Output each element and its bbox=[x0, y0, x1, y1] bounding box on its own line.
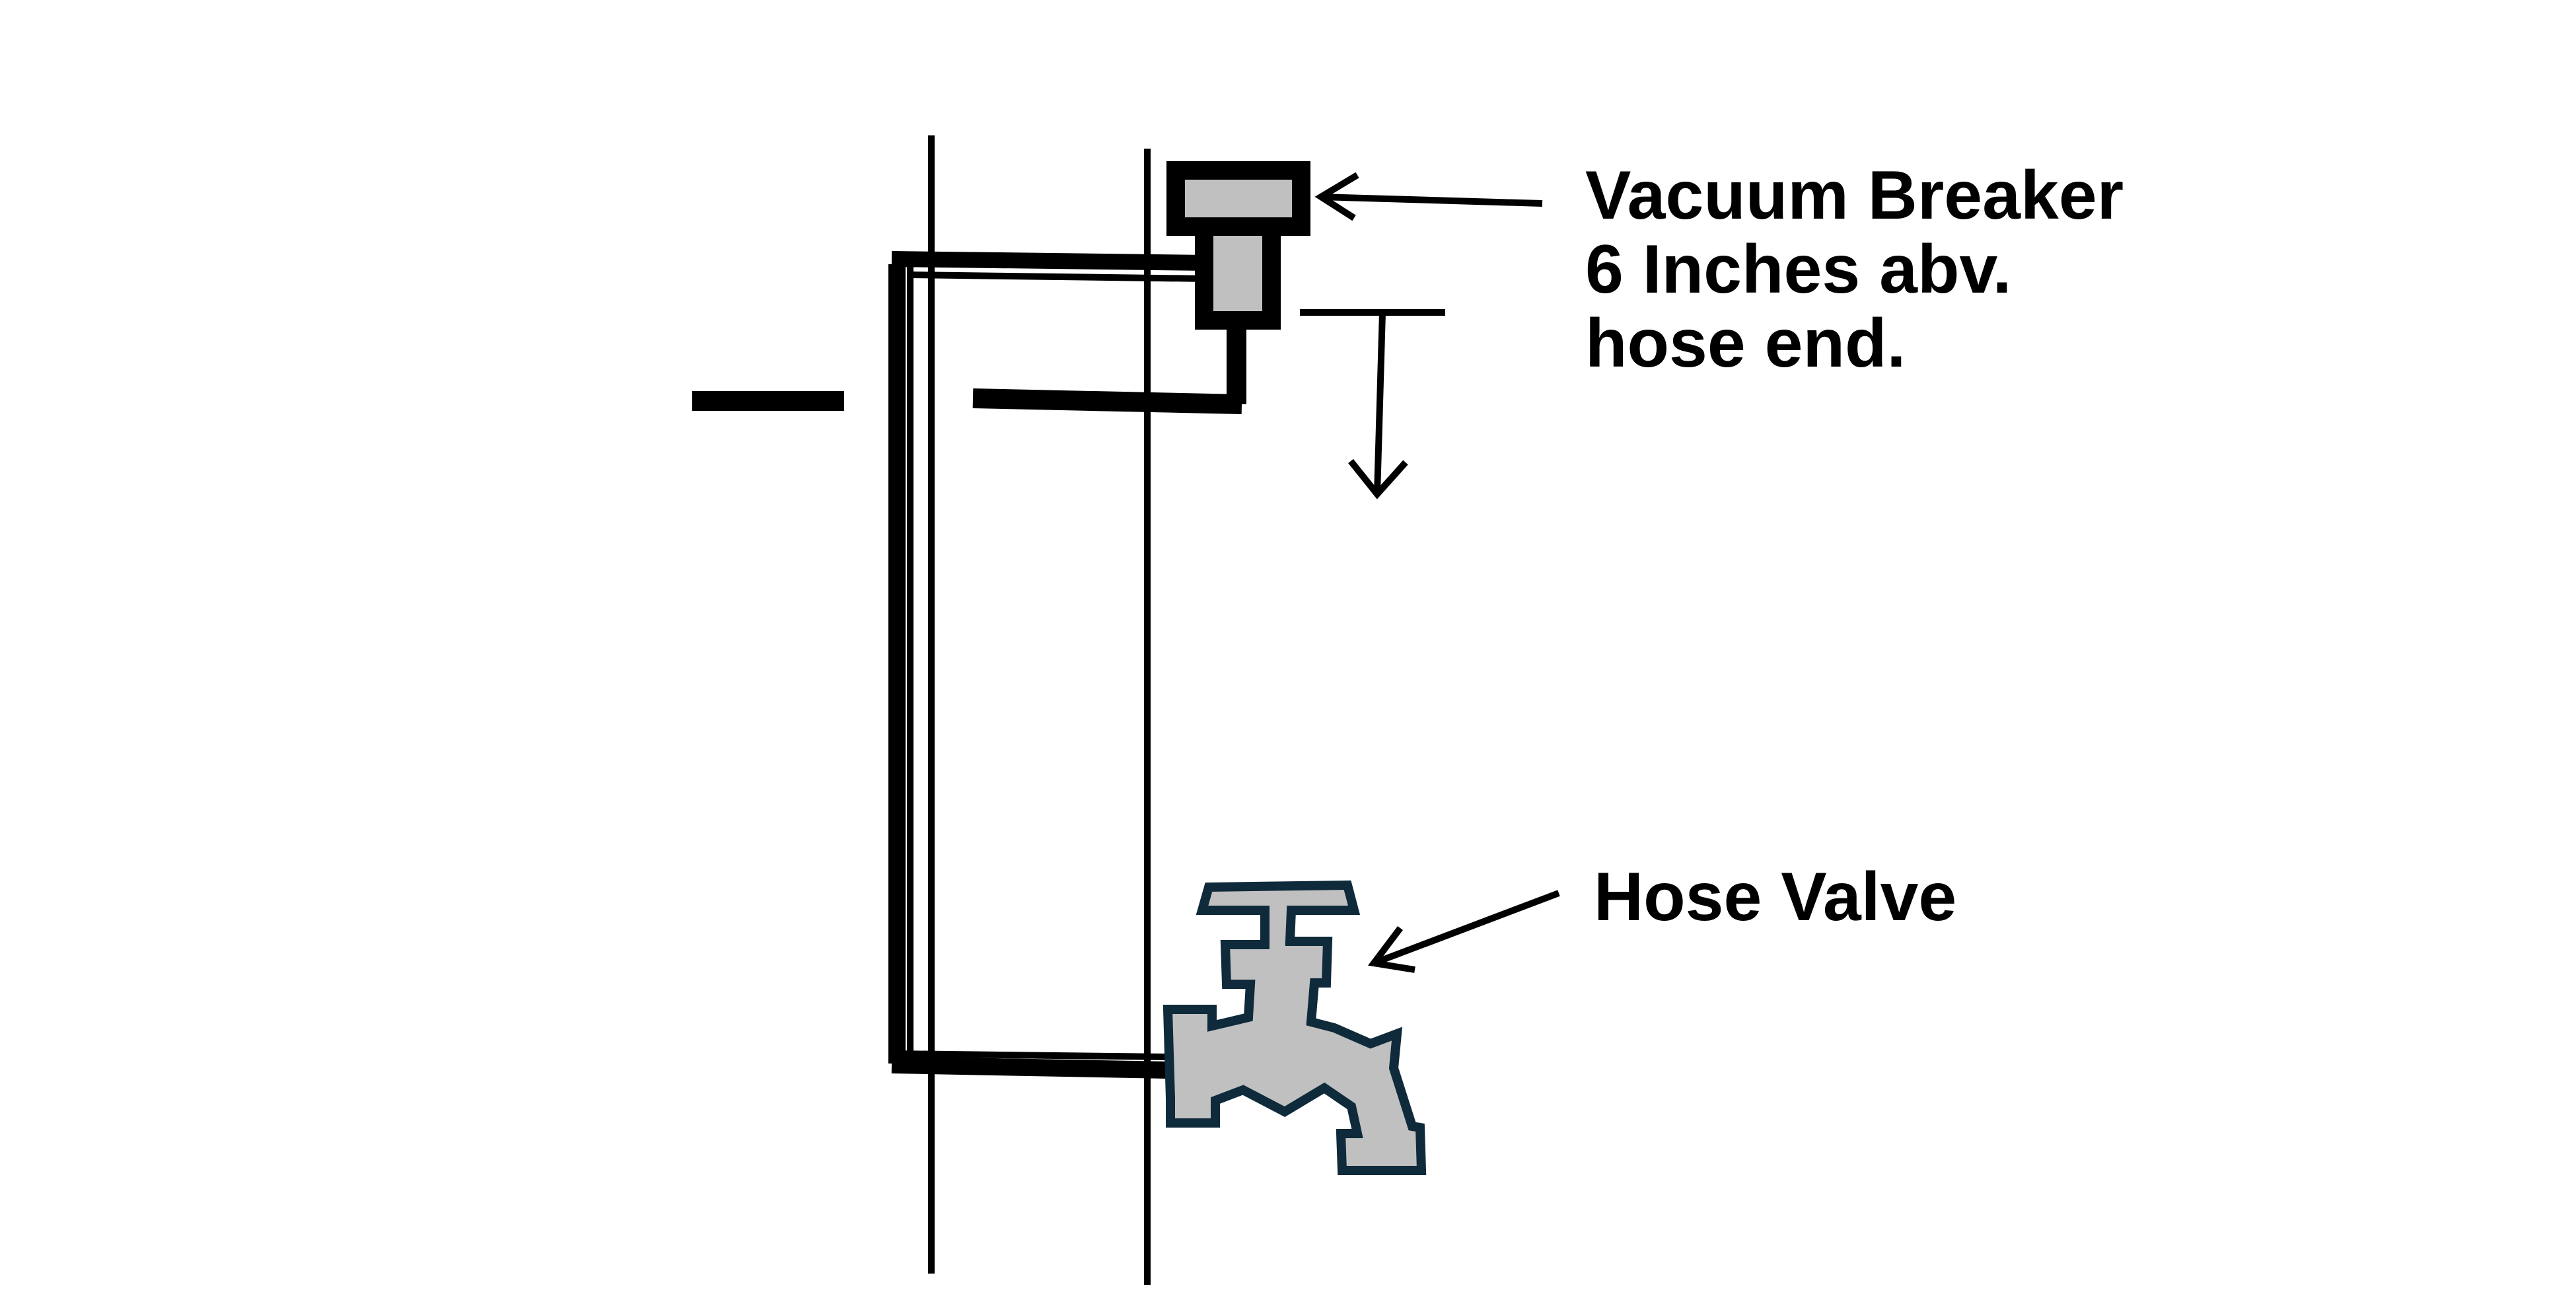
hose-valve-pointer-arrow bbox=[1368, 890, 1560, 973]
vacuum-breaker-icon bbox=[1166, 161, 1310, 330]
dimension-arrow-shaft bbox=[1374, 312, 1386, 495]
hose-valve-label: Hose Valve bbox=[1594, 859, 1957, 935]
dimension-indicator bbox=[1300, 309, 1445, 499]
vacuum-breaker-label-line-3: hose end. bbox=[1585, 305, 1906, 382]
vacuum-breaker-label-line-1: Vacuum Breaker bbox=[1585, 157, 2124, 234]
top-pipe-upper bbox=[891, 251, 1209, 271]
bottom-pipe-lower bbox=[891, 1056, 1170, 1079]
piping bbox=[888, 251, 1246, 1079]
dimension-arrowhead bbox=[1348, 458, 1408, 499]
hose-valve-icon bbox=[1163, 880, 1427, 1175]
vacuum-breaker-label-line-2: 6 Inches abv. bbox=[1585, 231, 2012, 308]
bottom-pipe-upper bbox=[891, 1050, 1170, 1060]
top-pipe-lower bbox=[910, 271, 1209, 282]
vacuum-breaker-body bbox=[1195, 217, 1281, 330]
level-marker bbox=[692, 388, 1242, 414]
level-marker-pipe-line bbox=[972, 388, 1242, 414]
vacuum-breaker-pointer-arrow bbox=[1314, 172, 1543, 221]
hose-valve-shape bbox=[1163, 880, 1427, 1175]
vacuum-breaker-label: Vacuum Breaker 6 Inches abv. hose end. bbox=[1585, 159, 2124, 380]
wall bbox=[928, 135, 1151, 1285]
